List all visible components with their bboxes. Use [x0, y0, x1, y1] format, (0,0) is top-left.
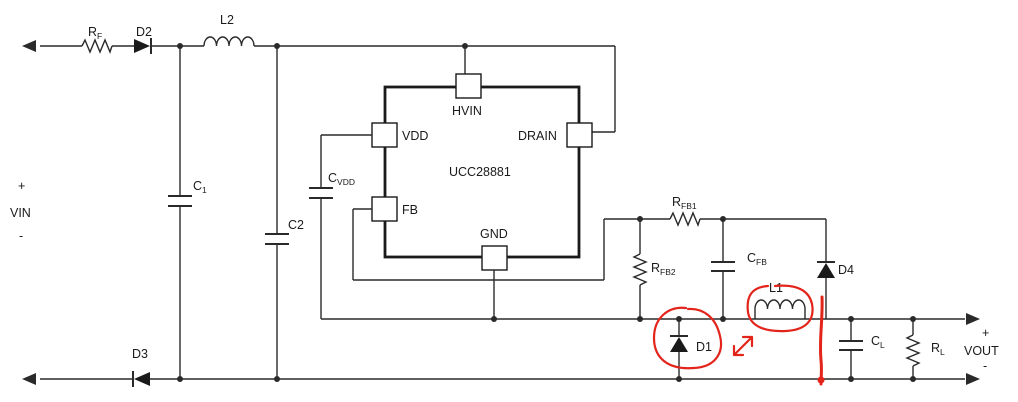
- l2-label: L2: [220, 13, 234, 27]
- diode-d4: [817, 219, 835, 319]
- cvdd-label: CVDD: [328, 171, 355, 187]
- vdd-wiring: [309, 134, 372, 319]
- ic-name-label: UCC28881: [449, 165, 511, 179]
- d1-circle-annotation: [652, 306, 723, 370]
- cl-label: CL: [871, 334, 885, 350]
- capacitor-c1: [168, 195, 192, 207]
- resistor-rf: [81, 38, 113, 54]
- input-wiring: [22, 40, 980, 385]
- vin-plus-label: +: [18, 179, 25, 193]
- diode-d2: [134, 38, 152, 54]
- l1-circle-annotation: [746, 284, 814, 333]
- c1-label: C1: [193, 179, 207, 195]
- pin-hvin-label: HVIN: [452, 104, 482, 118]
- d2-label: D2: [136, 25, 152, 39]
- resistor-rfb1: [669, 211, 701, 227]
- vout-label: VOUT: [964, 344, 999, 358]
- d1-label: D1: [696, 340, 712, 354]
- inductor-l1: [754, 299, 806, 319]
- junction-dots: [177, 43, 916, 382]
- cfb-label: CFB: [747, 251, 767, 267]
- pin-fb-label: FB: [402, 203, 418, 217]
- rl-label: RL: [931, 341, 945, 357]
- red-junction-mark: [817, 376, 825, 384]
- capacitor-cl: [839, 319, 863, 379]
- rf-label: RF: [88, 25, 102, 41]
- vin-minus-label: -: [19, 229, 23, 243]
- fb-wiring: [352, 208, 826, 281]
- rfb1-label: RFB1: [672, 195, 697, 211]
- vin-label: VIN: [10, 206, 31, 220]
- inductor-l2: [203, 36, 255, 47]
- diode-d3: [132, 371, 150, 387]
- swap-arrow-annotation: [732, 335, 754, 357]
- red-annotations: [652, 284, 825, 386]
- resistor-rl: [905, 319, 921, 379]
- d4-label: D4: [838, 263, 854, 277]
- pin-drain-label: DRAIN: [518, 129, 557, 143]
- pin-gnd-label: GND: [480, 227, 508, 241]
- l1-label: L1: [769, 281, 783, 295]
- resistor-rfb2: [632, 219, 648, 319]
- capacitor-c2: [265, 233, 289, 245]
- d3-label: D3: [132, 347, 148, 361]
- vout-plus-label: +: [982, 326, 989, 340]
- output-rail: [321, 313, 980, 325]
- diode-d1: [670, 319, 688, 379]
- c2-label: C2: [288, 218, 304, 232]
- vout-minus-label: -: [983, 359, 987, 373]
- rfb2-label: RFB2: [651, 261, 676, 277]
- ic-ucc28881: [371, 73, 593, 271]
- vertical-mark-annotation: [818, 295, 824, 386]
- pin-vdd-label: VDD: [402, 129, 428, 143]
- capacitor-cfb: [711, 219, 735, 319]
